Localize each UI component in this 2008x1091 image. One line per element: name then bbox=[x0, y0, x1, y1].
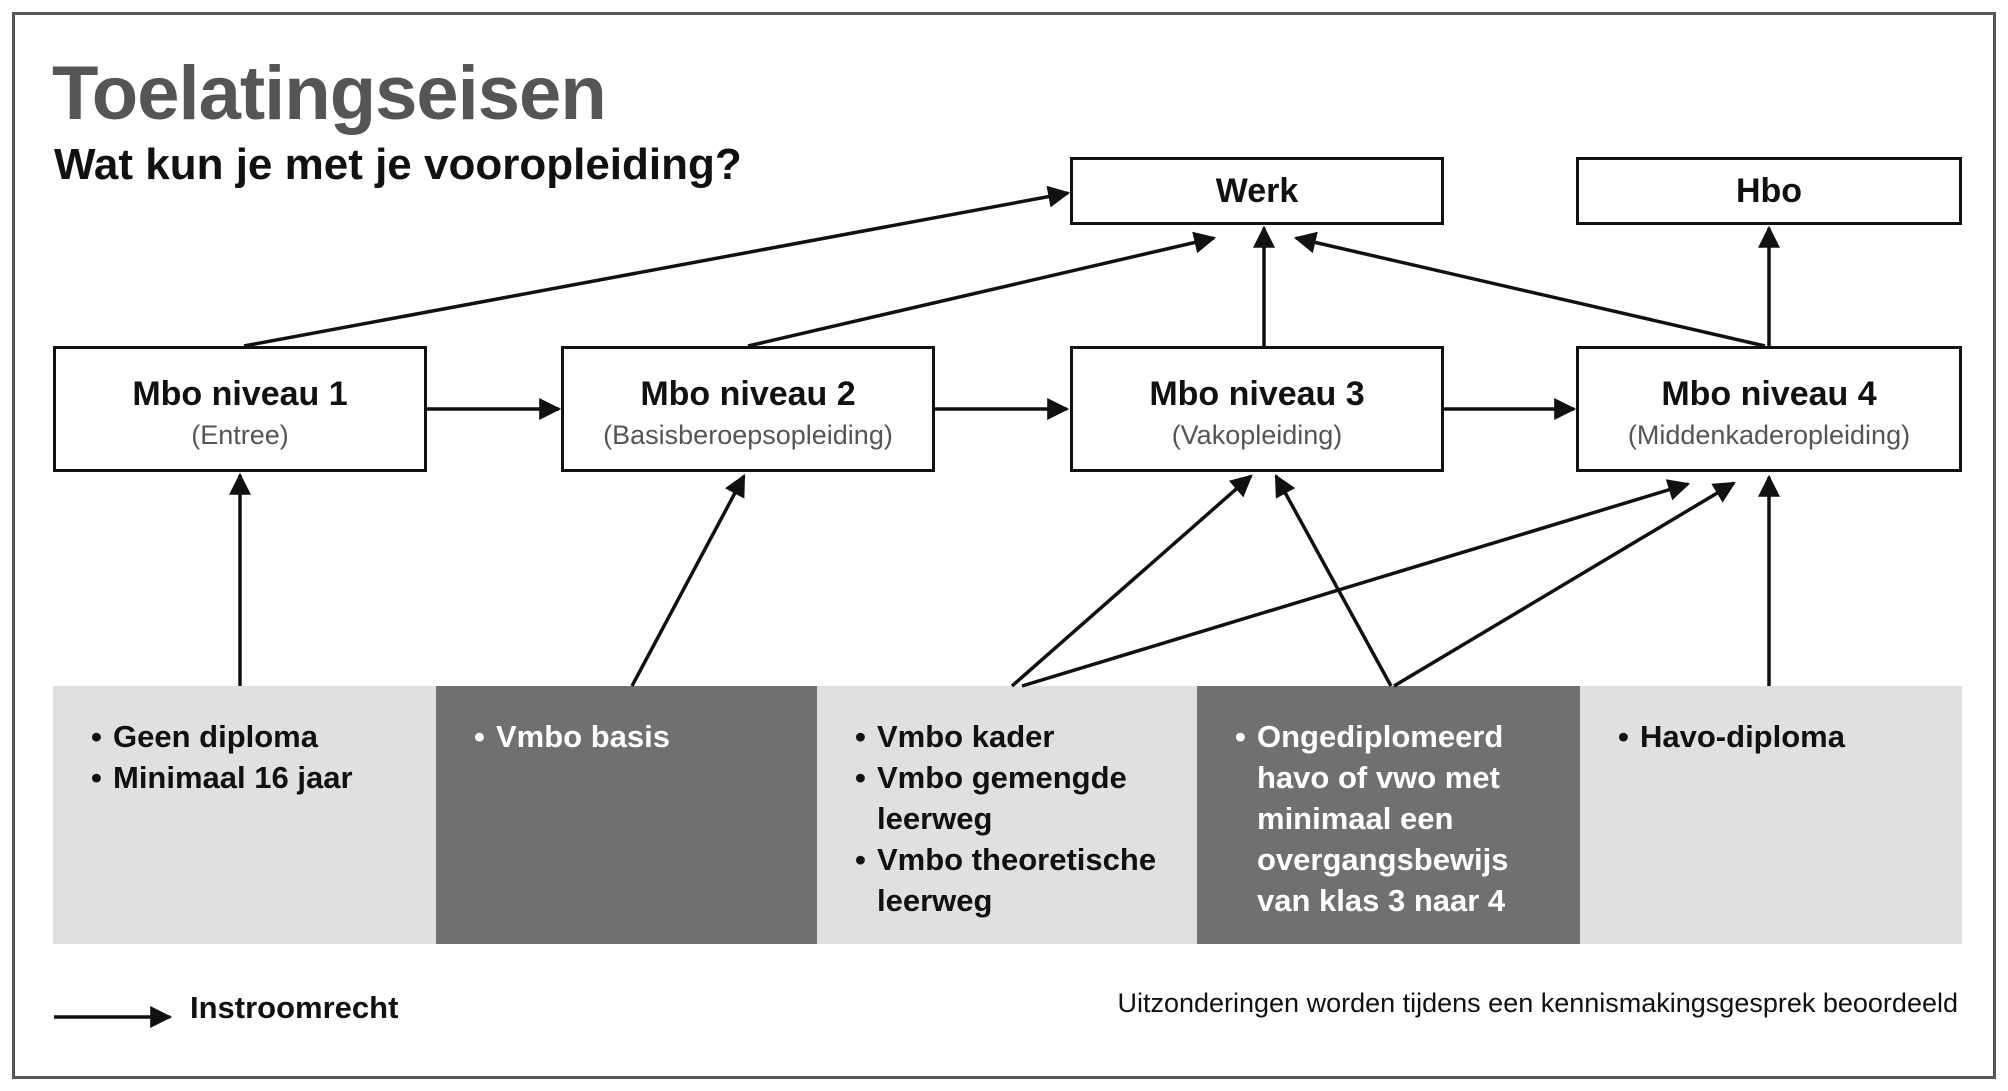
prerequisite-item: Geen diploma bbox=[91, 716, 416, 757]
hbo-label: Hbo bbox=[1735, 172, 1803, 210]
legend-label: Instroomrecht bbox=[190, 990, 399, 1025]
prerequisite-item: Vmbo gemengde leerweg bbox=[855, 757, 1177, 839]
level-name: Mbo niveau 1 bbox=[132, 375, 348, 413]
hbo-box: Hbo bbox=[1576, 157, 1962, 225]
arrow-level4-to-werk bbox=[1293, 231, 1766, 348]
mbo-level-2-box: Mbo niveau 2 (Basisberoepsopleiding) bbox=[561, 346, 935, 472]
level-subtitle: (Entree) bbox=[191, 420, 289, 450]
prerequisite-item: Vmbo theoretische leerweg bbox=[855, 839, 1177, 921]
arrow-level2-to-werk bbox=[747, 231, 1217, 348]
prerequisite-item: Havo-diploma bbox=[1618, 716, 1942, 757]
prerequisite-item: Ongediplomeerd havo of vwo met minimaal … bbox=[1235, 716, 1560, 921]
werk-label: Werk bbox=[1215, 172, 1299, 210]
prerequisite-panel-2: Vmbo basis bbox=[436, 686, 817, 944]
level-subtitle: (Vakopleiding) bbox=[1171, 420, 1343, 450]
arrow-panel4-to-level4 bbox=[1393, 481, 1736, 688]
level-name: Mbo niveau 4 bbox=[1661, 375, 1877, 413]
page-subtitle: Wat kun je met je vooropleiding? bbox=[54, 140, 742, 189]
mbo-level-1-box: Mbo niveau 1 (Entree) bbox=[53, 346, 427, 472]
level-subtitle: (Middenkaderopleiding) bbox=[1627, 420, 1911, 450]
prerequisite-panel-1: Geen diploma Minimaal 16 jaar bbox=[53, 686, 436, 944]
level-name: Mbo niveau 3 bbox=[1149, 375, 1365, 413]
werk-box: Werk bbox=[1070, 157, 1444, 225]
page-title: Toelatingseisen bbox=[52, 51, 607, 136]
prerequisite-item: Vmbo basis bbox=[474, 716, 797, 757]
prerequisite-panel-5: Havo-diploma bbox=[1580, 686, 1962, 944]
exceptions-note: Uitzonderingen worden tijdens een kennis… bbox=[1117, 988, 1958, 1018]
mbo-level-4-box: Mbo niveau 4 (Middenkaderopleiding) bbox=[1576, 346, 1962, 472]
prerequisite-panel-3: Vmbo kader Vmbo gemengde leerweg Vmbo th… bbox=[817, 686, 1197, 944]
arrow-panel3-to-level4 bbox=[1021, 479, 1691, 688]
arrow-panel2-to-level2 bbox=[630, 474, 746, 687]
prerequisite-item: Vmbo kader bbox=[855, 716, 1177, 757]
level-name: Mbo niveau 2 bbox=[640, 375, 856, 413]
prerequisite-item: Minimaal 16 jaar bbox=[91, 757, 416, 798]
level-subtitle: (Basisberoepsopleiding) bbox=[603, 420, 893, 450]
arrow-level1-to-werk bbox=[243, 185, 1071, 348]
prerequisite-panel-4: Ongediplomeerd havo of vwo met minimaal … bbox=[1197, 686, 1580, 944]
arrow-panel4-to-level3 bbox=[1274, 474, 1393, 687]
arrow-panel3-to-level3 bbox=[1010, 474, 1253, 688]
mbo-level-3-box: Mbo niveau 3 (Vakopleiding) bbox=[1070, 346, 1444, 472]
